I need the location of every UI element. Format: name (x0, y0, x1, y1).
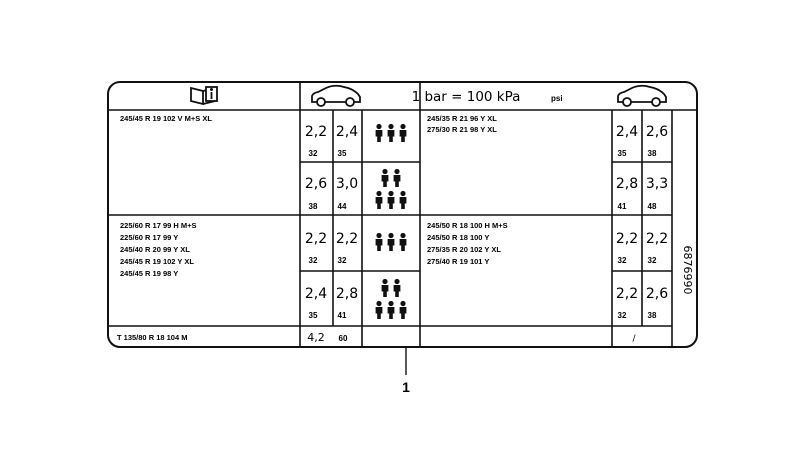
pressure-psi: 41 (618, 202, 627, 211)
tire-size: 275/40 R 19 101 Y (427, 257, 489, 266)
pressure-bar: 2,2 (616, 231, 638, 247)
psi-unit-label: psi (551, 94, 563, 103)
pressure-bar: 2,2 (646, 231, 668, 247)
tire-size: 245/40 R 20 99 Y XL (120, 245, 190, 254)
pressure-bar: 2,4 (616, 124, 638, 140)
occupants-partial-icon (375, 232, 407, 251)
pressure-psi: 35 (338, 149, 347, 158)
row2-full-load: 2,4 2,8 35 41 2,2 2,6 32 38 (305, 286, 668, 320)
pressure-psi: 48 (648, 202, 657, 211)
tire-size: 245/50 R 18 100 H M+S (427, 221, 508, 230)
row1-partial-load: 2,2 2,4 32 35 2,4 2,6 35 38 (305, 124, 668, 158)
part-number: 6876990 (681, 246, 694, 295)
pressure-psi: 32 (309, 149, 318, 158)
spare-tire-size: T 135/80 R 18 104 M (117, 333, 187, 342)
pressure-psi: 32 (648, 256, 657, 265)
pressure-psi: 44 (338, 202, 347, 211)
pressure-bar: 2,6 (646, 124, 668, 140)
pressure-bar: 2,6 (305, 176, 327, 192)
grid-lines (108, 82, 697, 347)
row2-rear-tires: 245/50 R 18 100 H M+S 245/50 R 18 100 Y … (427, 221, 508, 266)
manual-info-icon (190, 86, 218, 106)
tire-size: 245/45 R 19 98 Y (120, 269, 178, 278)
occupants-partial-icon (375, 123, 407, 142)
pressure-psi: 32 (618, 256, 627, 265)
pressure-psi: 38 (309, 202, 318, 211)
pressure-bar: 2,6 (646, 286, 668, 302)
pressure-bar: 2,4 (305, 286, 327, 302)
pressure-psi: 32 (309, 256, 318, 265)
tire-size: 245/35 R 21 96 Y XL (427, 114, 497, 123)
row1-rear-tires: 245/35 R 21 96 Y XL 275/30 R 21 98 Y XL (427, 114, 497, 134)
pressure-psi: 38 (648, 311, 657, 320)
pressure-bar: 2,2 (305, 124, 327, 140)
pressure-psi: 35 (618, 149, 627, 158)
pressure-psi: 35 (309, 311, 318, 320)
tire-size: 225/60 R 17 99 Y (120, 233, 178, 242)
pressure-bar: 2,4 (336, 124, 358, 140)
car-front-axle-icon (311, 84, 361, 107)
tire-size: 245/45 R 19 102 Y XL (120, 257, 194, 266)
callout-number: 1 (402, 379, 410, 395)
pressure-bar: 2,8 (336, 286, 358, 302)
tire-size: 245/45 R 19 102 V M+S XL (120, 114, 212, 123)
pressure-bar: 2,2 (305, 231, 327, 247)
row2-front-tires: 225/60 R 17 99 H M+S 225/60 R 17 99 Y 24… (120, 221, 197, 278)
pressure-bar: 2,2 (616, 286, 638, 302)
pressure-bar: 3,3 (646, 176, 668, 192)
unit-conversion-text: 1 bar = 100 kPa (412, 89, 521, 105)
pressure-bar: 2,2 (336, 231, 358, 247)
pressure-psi: 41 (338, 311, 347, 320)
pressure-psi: 38 (648, 149, 657, 158)
tire-size: 275/35 R 20 102 Y XL (427, 245, 501, 254)
spare-pressure-psi: 60 (339, 334, 348, 343)
spare-tire-row: T 135/80 R 18 104 M 4,2 60 / (117, 331, 636, 344)
spare-rear-mark: / (632, 334, 636, 344)
pressure-psi: 32 (618, 311, 627, 320)
pressure-psi: 32 (338, 256, 347, 265)
car-rear-axle-icon (617, 84, 667, 107)
tire-size: 275/30 R 21 98 Y XL (427, 125, 497, 134)
row1-front-tires: 245/45 R 19 102 V M+S XL (120, 114, 212, 123)
row1-full-load: 2,6 3,0 38 44 2,8 3,3 41 48 (305, 176, 668, 211)
tire-size: 225/60 R 17 99 H M+S (120, 221, 197, 230)
row2-partial-load: 2,2 2,2 32 32 2,2 2,2 32 32 (305, 231, 668, 265)
pressure-bar: 2,8 (616, 176, 638, 192)
tire-size: 245/50 R 18 100 Y (427, 233, 489, 242)
spare-pressure-bar: 4,2 (307, 331, 325, 344)
pressure-bar: 3,0 (336, 176, 358, 192)
